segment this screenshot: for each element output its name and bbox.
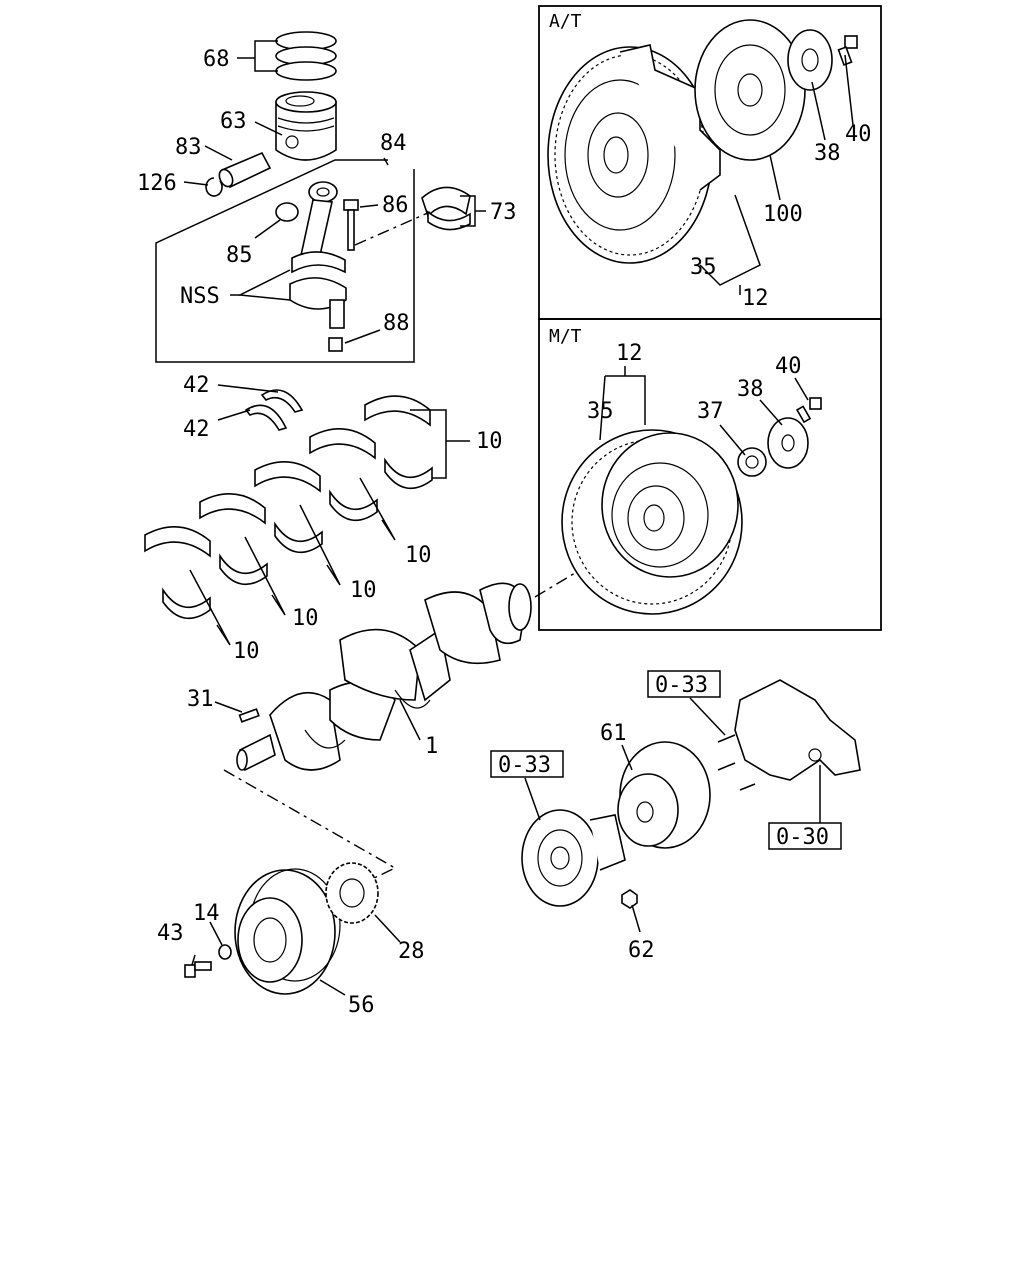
label-at-40: 40 <box>845 122 872 147</box>
label-126: 126 <box>137 171 177 196</box>
label-88: 88 <box>383 311 410 336</box>
label-42-top: 42 <box>183 373 210 398</box>
label-10-e: 10 <box>233 639 260 664</box>
leader-lines <box>183 40 854 996</box>
conrod-nut <box>328 337 343 352</box>
label-43: 43 <box>157 921 184 946</box>
label-86: 86 <box>382 193 409 218</box>
label-83: 83 <box>175 135 202 160</box>
label-mt-40: 40 <box>775 354 802 379</box>
label-at-12: 12 <box>742 286 769 311</box>
at-drive-plate <box>694 19 806 161</box>
mt-panel-title: M/T <box>549 326 582 347</box>
label-42-bottom: 42 <box>183 417 210 442</box>
label-mt-12: 12 <box>616 341 643 366</box>
crank-key <box>238 708 260 723</box>
label-10-d: 10 <box>292 606 319 631</box>
conrod-bearing <box>421 186 471 231</box>
label-ref-0-33-fan: 0-33 <box>498 753 551 778</box>
ref-box-0-30: 0-30 <box>768 822 842 850</box>
label-63: 63 <box>220 109 247 134</box>
conrod-group-frame <box>155 159 415 363</box>
mt-bolt <box>795 397 822 424</box>
small-end-bushing <box>275 202 299 222</box>
piston-rings <box>275 31 337 81</box>
label-1: 1 <box>425 734 438 759</box>
label-10-b: 10 <box>405 543 432 568</box>
label-31: 31 <box>187 687 214 712</box>
crank-gear <box>325 862 379 924</box>
crank-pulley <box>234 868 341 995</box>
at-bolt <box>837 35 858 66</box>
connecting-rod <box>289 181 347 329</box>
at-flexplate <box>547 44 721 264</box>
mt-flywheel <box>561 429 743 615</box>
pulley-bolt <box>184 961 212 978</box>
label-61: 61 <box>600 721 627 746</box>
mt-shim-plate <box>767 417 809 469</box>
label-at-35: 35 <box>690 255 717 280</box>
at-panel-title: A/T <box>549 11 582 32</box>
ref-box-0-33-fan: 0-33 <box>490 750 564 778</box>
water-pump <box>717 679 861 791</box>
label-73: 73 <box>490 200 517 225</box>
main-bearings <box>144 395 433 620</box>
snap-ring <box>205 177 223 197</box>
label-85: 85 <box>226 243 253 268</box>
label-10-c: 10 <box>350 578 377 603</box>
conrod-bolt <box>343 199 359 251</box>
label-ref-0-30: 0-30 <box>776 825 829 850</box>
piston-pin <box>218 151 272 189</box>
label-mt-38: 38 <box>737 377 764 402</box>
thrust-washers <box>244 389 304 431</box>
ref-box-0-33-pump: 0-33 <box>647 670 721 698</box>
at-shim-plate <box>787 29 833 91</box>
washer <box>218 944 232 960</box>
label-mt-37: 37 <box>697 399 724 424</box>
piston <box>275 91 337 161</box>
fan-nut <box>621 889 638 909</box>
label-nss: NSS <box>180 284 220 309</box>
label-14: 14 <box>193 901 220 926</box>
fan-clutch <box>521 809 626 907</box>
label-62: 62 <box>628 938 655 963</box>
label-ref-0-33-pump: 0-33 <box>655 673 708 698</box>
label-10-a: 10 <box>476 429 503 454</box>
fan-pulley <box>617 741 711 849</box>
label-84: 84 <box>380 131 407 156</box>
mt-panel-frame <box>538 318 882 631</box>
label-68: 68 <box>203 47 230 72</box>
label-at-38: 38 <box>814 141 841 166</box>
label-56: 56 <box>348 993 375 1018</box>
label-28: 28 <box>398 939 425 964</box>
label-mt-35: 35 <box>587 399 614 424</box>
crankshaft <box>236 582 532 772</box>
label-at-100: 100 <box>763 202 803 227</box>
